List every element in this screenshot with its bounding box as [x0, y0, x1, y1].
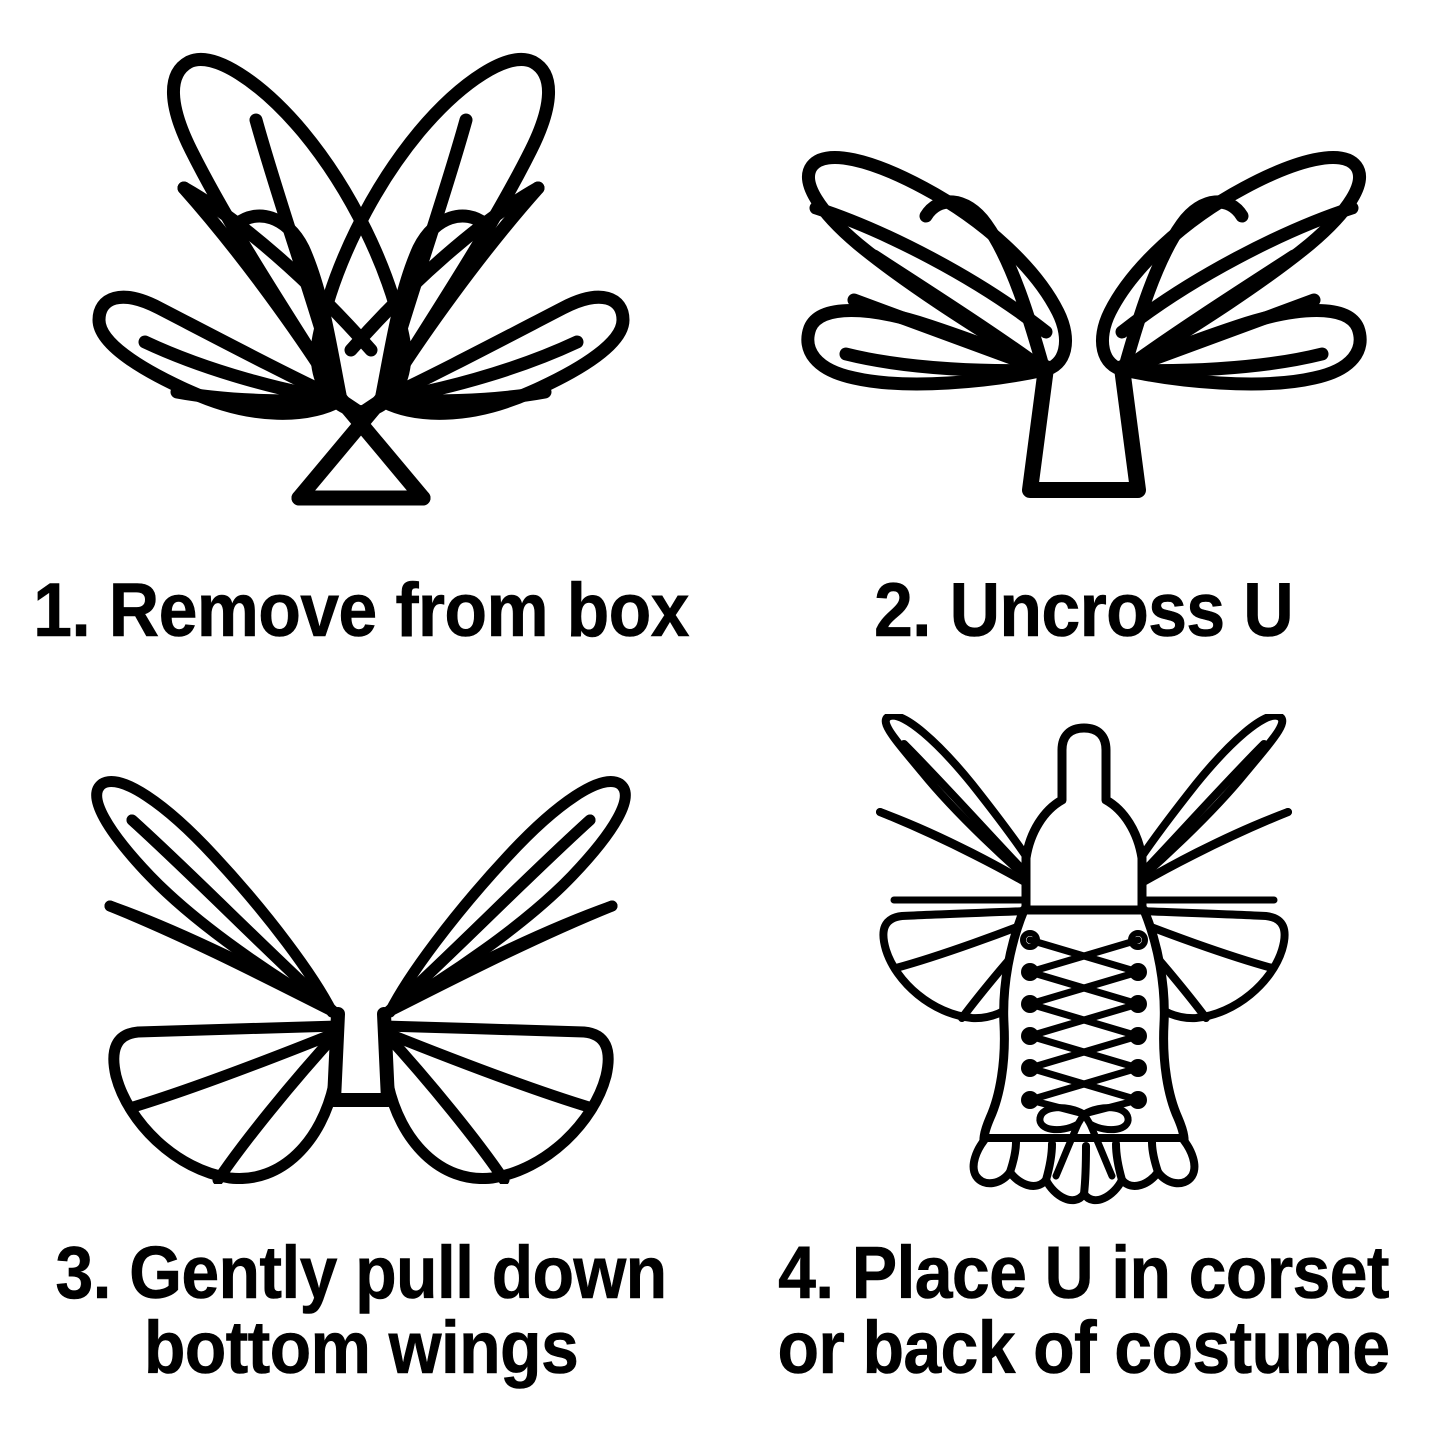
panel-step-4: 4. Place U in corset or back of costume [722, 713, 1445, 1445]
panel-4-caption-line-1: 4. Place U in corset [778, 1231, 1390, 1314]
wings-pulled-down-illustration [0, 722, 722, 1225]
panel-1-caption-line-1: 1. Remove from box [33, 568, 690, 653]
panel-3-caption-line-1: 3. Gently pull down [55, 1231, 667, 1314]
panel-4-caption-line-2: or back of costume [777, 1306, 1390, 1390]
wings-uncrossed-u-illustration [722, 0, 1445, 550]
corset-with-wings-illustration [722, 713, 1445, 1225]
panel-2-caption-line-1: 2. Uncross U [873, 568, 1294, 653]
panel-3-caption: 3. Gently pull down bottom wings [29, 1225, 693, 1445]
panel-step-2: 2. Uncross U [722, 0, 1445, 722]
wings-crossed-u-illustration [0, 0, 722, 550]
panel-2-caption: 2. Uncross U [751, 550, 1416, 722]
panel-1-caption: 1. Remove from box [29, 550, 693, 722]
panel-3-caption-line-2: bottom wings [143, 1306, 580, 1390]
panel-step-1: 1. Remove from box [0, 0, 722, 722]
panel-step-3: 3. Gently pull down bottom wings [0, 722, 722, 1445]
panel-4-caption: 4. Place U in corset or back of costume [751, 1225, 1416, 1445]
